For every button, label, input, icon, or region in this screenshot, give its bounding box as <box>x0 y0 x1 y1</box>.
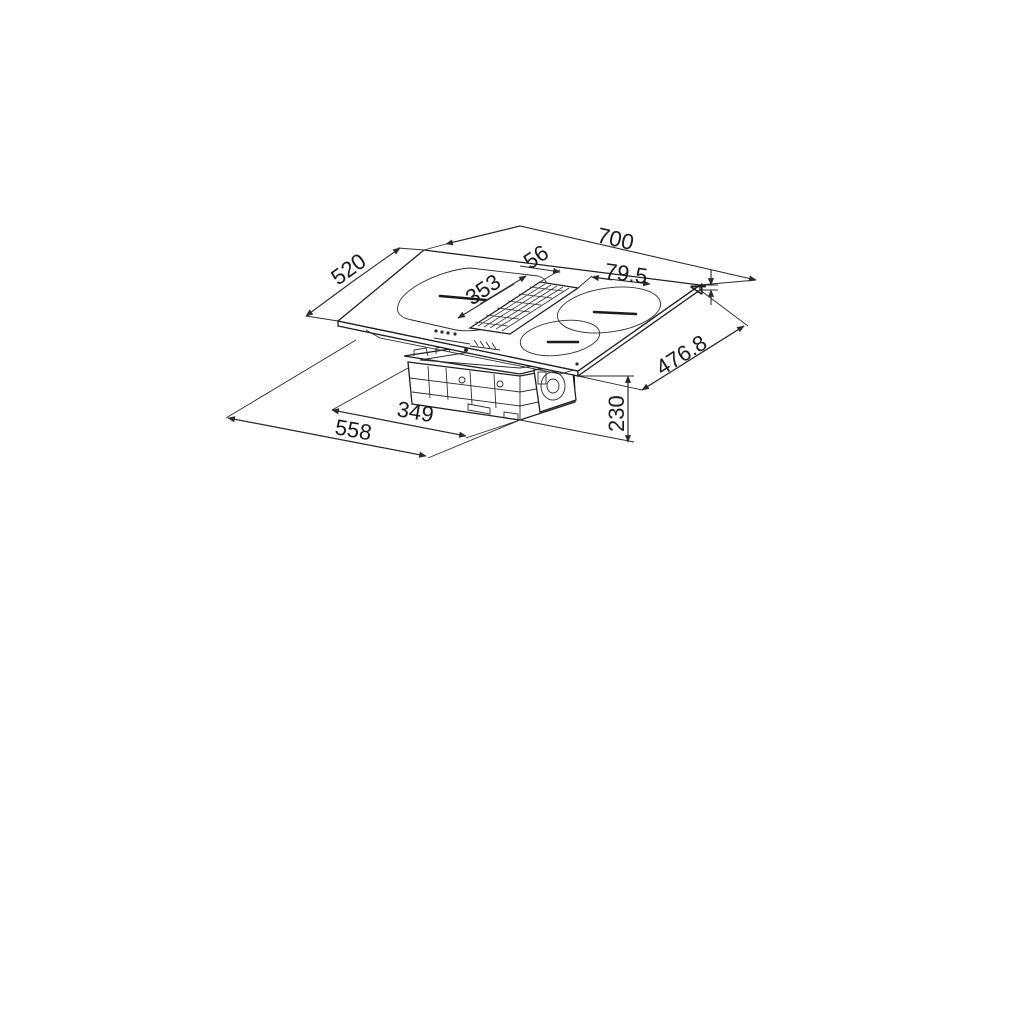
label-box-depth: 558 <box>333 414 374 445</box>
dim-box-558 <box>225 339 521 459</box>
extraction-unit <box>403 345 579 421</box>
dim-box-349 <box>331 367 521 439</box>
label-unit-height: 230 <box>604 395 629 432</box>
label-depth: 520 <box>326 248 370 290</box>
downdraft-vent-grill <box>468 281 580 335</box>
dim-depth-520 <box>305 247 425 322</box>
label-glass-thickness: 4 <box>686 283 711 295</box>
dim-offset-79-5 <box>591 276 651 287</box>
right-cooking-zones <box>519 286 662 357</box>
label-box-width: 349 <box>395 396 436 427</box>
touch-control-strip <box>433 329 579 366</box>
label-cutout-depth: 476.8 <box>651 330 711 380</box>
dim-height-230 <box>519 375 635 443</box>
label-width: 700 <box>595 223 636 256</box>
dim-thickness-4 <box>700 270 718 305</box>
dim-zone-353 <box>457 275 527 319</box>
label-vent-offset: 79.5 <box>603 258 649 289</box>
dim-cutout-476-8 <box>577 289 749 391</box>
